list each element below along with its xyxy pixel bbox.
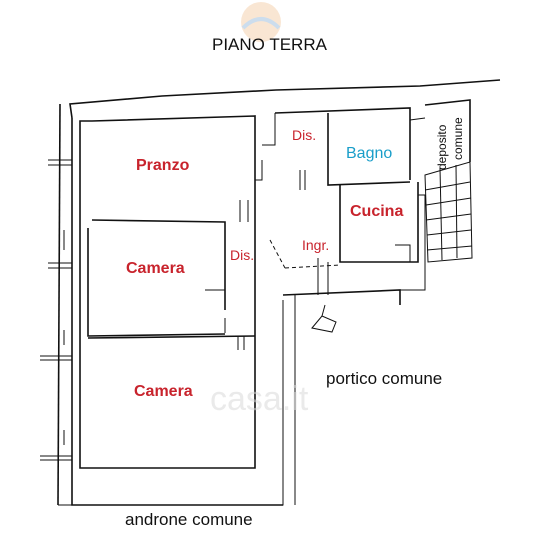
logo-mark — [241, 2, 281, 42]
plan-title: PIANO TERRA — [212, 35, 327, 54]
right-rooms — [262, 107, 426, 333]
staircase — [409, 99, 473, 263]
window-notches — [40, 159, 72, 461]
room-label-dis-2: Dis. — [292, 127, 316, 143]
outer-walls — [57, 79, 501, 506]
room-label-cucina: Cucina — [350, 203, 403, 220]
area-label-portico: portico comune — [326, 369, 442, 388]
room-label-ingresso: Ingr. — [302, 237, 329, 253]
left-rooms — [87, 160, 263, 350]
room-label-camera-1: Camera — [126, 260, 185, 277]
deposito-comune-label: comune — [451, 117, 465, 160]
watermark-logo: casa.it — [210, 380, 309, 418]
room-label-bagno: Bagno — [346, 145, 392, 162]
deposito-label: deposito — [435, 124, 449, 170]
room-label-dis-1: Dis. — [230, 247, 254, 263]
room-label-camera-2: Camera — [134, 383, 193, 400]
room-label-pranzo: Pranzo — [136, 157, 190, 174]
area-label-androne: androne comune — [125, 510, 253, 529]
